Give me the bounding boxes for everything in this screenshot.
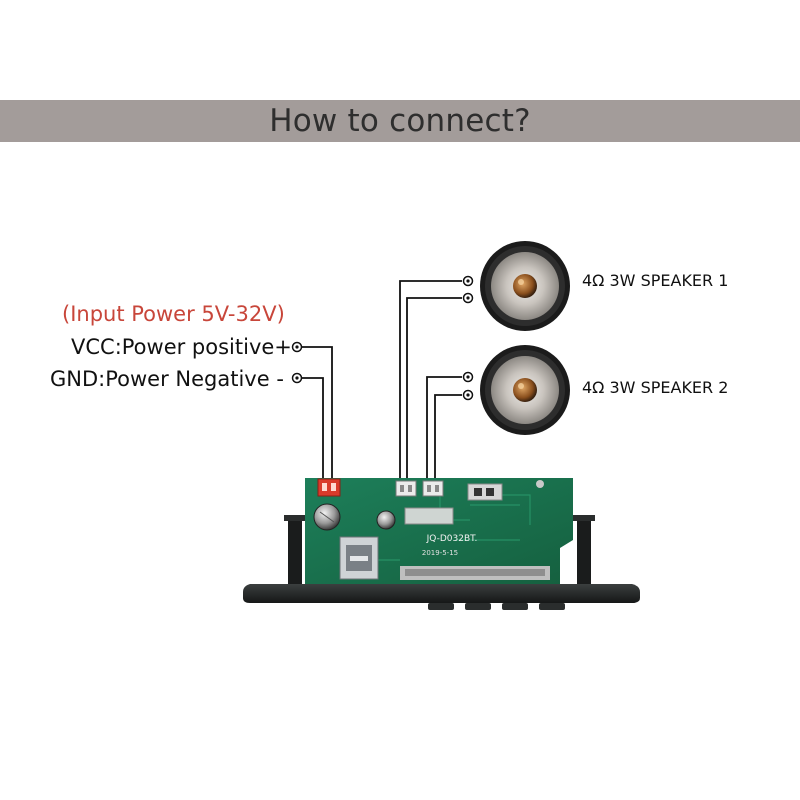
gnd-label: GND:Power Negative - <box>50 367 284 391</box>
speaker-2-wire-a <box>426 376 462 488</box>
board-model-label: JQ-D032BT. <box>426 534 478 544</box>
board-date-label: 2019-5-15 <box>422 549 458 557</box>
speaker-terminals <box>462 275 474 401</box>
panel-button-3 <box>502 603 528 610</box>
right-mount-post <box>577 515 591 585</box>
panel-button-1 <box>428 603 454 610</box>
speaker-1-icon <box>480 241 570 331</box>
power-input-note: (Input Power 5V-32V) <box>62 302 285 326</box>
bluetooth-mp3-module: JQ-D032BT. 2019-5-15 <box>243 478 640 610</box>
speaker-2-label: 4Ω 3W SPEAKER 2 <box>582 378 729 397</box>
panel-button-2 <box>465 603 491 610</box>
speaker-wires <box>399 280 462 488</box>
power-connector <box>317 478 341 497</box>
speaker-2-icon <box>480 345 570 435</box>
speaker-1-label: 4Ω 3W SPEAKER 1 <box>582 271 729 290</box>
front-panel <box>243 584 640 603</box>
left-mount-post <box>288 515 302 585</box>
title-bar: How to connect? <box>0 100 800 142</box>
vcc-wire <box>302 346 333 484</box>
speaker-1-connector <box>395 480 417 497</box>
power-wires <box>302 346 333 484</box>
speaker-2-wire-b <box>434 394 462 488</box>
gnd-wire <box>302 377 324 484</box>
speaker-1-wire-b <box>406 297 462 488</box>
panel-button-4 <box>539 603 565 610</box>
capacitor-small <box>376 510 396 530</box>
speaker-1-wire-a <box>399 280 462 488</box>
vcc-label: VCC:Power positive+ <box>71 335 292 359</box>
page-title: How to connect? <box>269 103 531 139</box>
speaker-2-connector <box>422 480 444 497</box>
